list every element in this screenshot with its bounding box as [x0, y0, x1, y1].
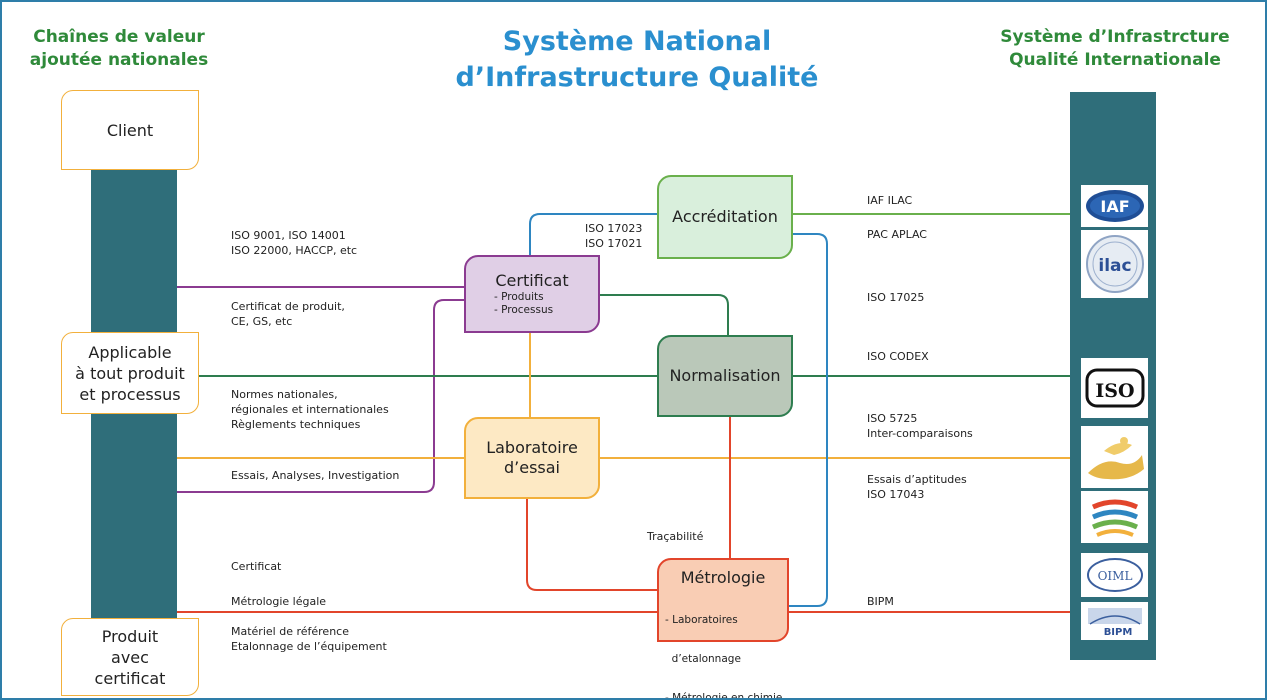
label-tracabilite: Traçabilité — [647, 530, 704, 543]
normalisation-node: Normalisation — [657, 335, 793, 417]
metrologie-items: - Laboratoires d’etalonnage - Métrologie… — [665, 614, 783, 700]
line-accreditation-to-metrologie — [788, 233, 828, 607]
applicable-box: Applicable à tout produit et processus — [61, 332, 199, 414]
wto-globe-icon — [1091, 499, 1138, 537]
svg-text:BIPM: BIPM — [1103, 627, 1132, 638]
label-iso17023: ISO 17023 ISO 17021 — [585, 222, 643, 250]
label-materiel: Matériel de référence Etalonnage de l’éq… — [231, 625, 387, 653]
label-certificat: Certificat — [231, 560, 282, 573]
right-header: Système d’Infrastrcture Qualité Internat… — [1000, 27, 1230, 70]
label-normes: Normes nationales, régionales et interna… — [231, 388, 389, 431]
svg-text:IAF: IAF — [1100, 197, 1129, 216]
label-certif-produit: Certificat de produit, CE, GS, etc — [231, 300, 345, 328]
metrologie-node: Métrologie - Laboratoires d’etalonnage -… — [657, 558, 789, 698]
iaf-logo-graphic: IAF — [1085, 190, 1144, 222]
label-iso9001: ISO 9001, ISO 14001 ISO 22000, HACCP, et… — [231, 229, 358, 257]
laboratoire-node: Laboratoire d’essai — [464, 417, 600, 499]
label-essais: Essais, Analyses, Investigation — [231, 469, 400, 482]
hands-icon — [1087, 437, 1144, 480]
bipm-logo-graphic: BIPM — [1087, 608, 1142, 638]
certificat-node: Certificat - Produits - Processus — [464, 255, 600, 333]
label-iaf-ilac: IAF ILAC — [867, 194, 913, 207]
oiml-logo: OIML — [1081, 553, 1148, 597]
label-iso17025: ISO 17025 — [867, 291, 925, 304]
label-metrologie-legale: Métrologie légale — [231, 595, 327, 608]
wto-logo — [1081, 491, 1148, 543]
certificat-items: - Produits - Processus — [494, 291, 554, 316]
iaf-logo: IAF — [1081, 185, 1148, 227]
svg-text:ilac: ilac — [1098, 256, 1131, 276]
label-iso5725: ISO 5725 Inter-comparaisons — [867, 412, 973, 440]
line-column-to-certificat-lower — [177, 299, 464, 493]
label-pac-aplac: PAC APLAC — [867, 228, 927, 241]
oiml-logo-graphic: OIML — [1086, 558, 1143, 592]
ilac-logo: ilac — [1081, 230, 1148, 298]
label-iso-codex: ISO CODEX — [867, 350, 929, 363]
svg-text:OIML: OIML — [1097, 569, 1132, 583]
ilac-logo-graphic: ilac — [1085, 235, 1144, 293]
inter-comparaisons-logo — [1081, 426, 1148, 488]
bipm-logo: BIPM — [1081, 602, 1148, 640]
produit-box: Produit avec certificat — [61, 618, 199, 696]
accreditation-node: Accréditation — [657, 175, 793, 259]
left-header: Chaînes de valeur ajoutée nationales — [29, 27, 209, 70]
line-laboratoire-to-metrologie — [526, 498, 659, 591]
svg-text:ISO: ISO — [1095, 380, 1134, 402]
page-title: Système National d’Infrastructure Qualit… — [455, 26, 819, 93]
line-certificat-to-normalisation — [600, 294, 729, 335]
client-box: Client — [61, 90, 199, 170]
label-bipm: BIPM — [867, 595, 894, 608]
line-certificat-to-accreditation — [529, 213, 659, 255]
iso-logo-graphic: ISO — [1085, 368, 1144, 408]
label-essais-aptitudes: Essais d’aptitudes ISO 17043 — [867, 473, 967, 501]
iso-logo: ISO — [1081, 358, 1148, 418]
